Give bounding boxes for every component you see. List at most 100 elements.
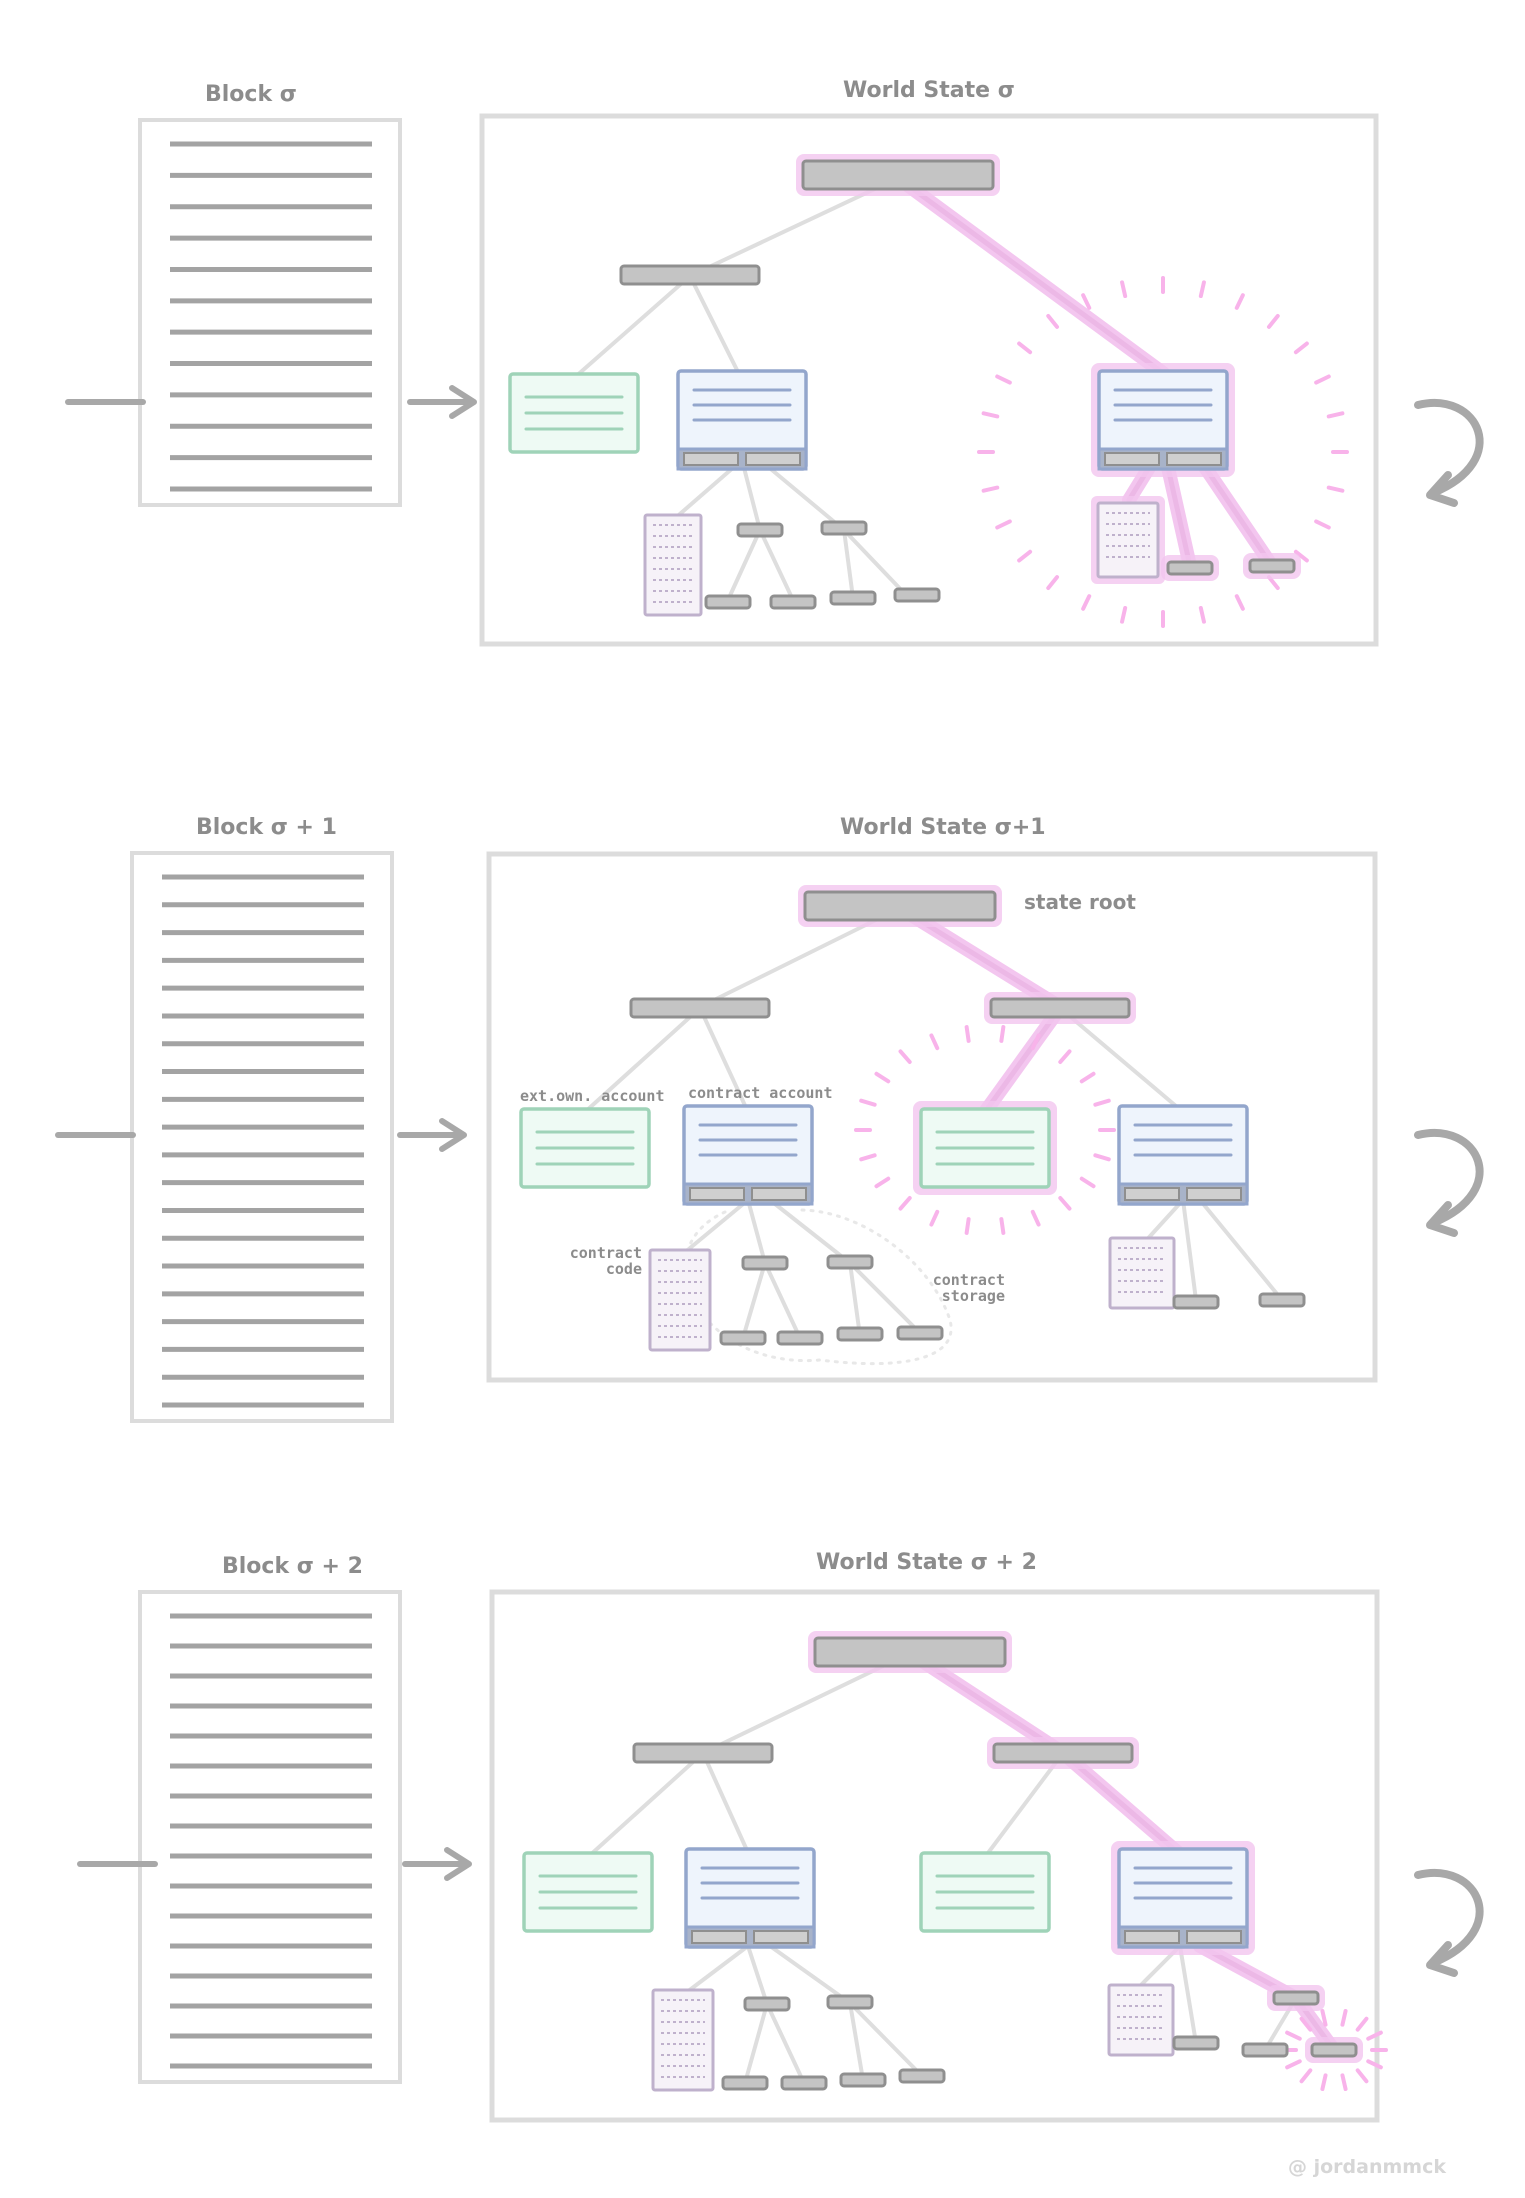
- trie-edge: [758, 528, 795, 602]
- sparkle-mark: [898, 1049, 912, 1064]
- sparkle-mark: [1234, 293, 1245, 310]
- sparkle-mark: [995, 374, 1012, 385]
- contract-storage-annotation: contract storage: [905, 1272, 1005, 1304]
- storage-node: [826, 1994, 874, 2010]
- storage-leaf: [1172, 1294, 1220, 1310]
- contract-code-annotation: contract code: [560, 1245, 642, 1277]
- world-state-label-1: World State σ: [843, 78, 1015, 103]
- storage-node: [1272, 1990, 1320, 2006]
- contract-code: [1107, 1983, 1175, 2057]
- sparkle-mark: [1366, 2059, 1383, 2070]
- sparkle-mark: [1299, 2016, 1313, 2032]
- sparkle-mark: [1079, 1176, 1096, 1189]
- sparkle-mark: [964, 1025, 971, 1043]
- sparkle-mark: [1326, 485, 1345, 493]
- storage-leaf-new: [1310, 2042, 1358, 2058]
- trie-edge: [572, 274, 692, 380]
- contract-code: [648, 1248, 712, 1352]
- storage-leaf: [1241, 2042, 1289, 2058]
- storage-node: [820, 520, 868, 536]
- storage-node: [743, 1996, 791, 2012]
- contract-account-code-hash: [689, 1187, 745, 1201]
- author-credit: @ jordanmmck: [1288, 2156, 1446, 2178]
- trie-edge: [1181, 1198, 1198, 1302]
- branch-node: [992, 1742, 1134, 1764]
- storage-leaf: [1166, 560, 1214, 576]
- block-document-2: [130, 851, 394, 1423]
- storage-leaf: [721, 2075, 769, 2091]
- trie-edge: [1198, 1198, 1284, 1302]
- contract-account-storage-root: [745, 452, 801, 466]
- sparkle-mark: [1285, 2059, 1302, 2070]
- sparkle-mark: [874, 1176, 891, 1189]
- contract-account-code-hash: [683, 452, 739, 466]
- sparkle-mark: [981, 411, 1000, 419]
- trie-edge: [1060, 1750, 1186, 1860]
- sparkle-mark: [1293, 549, 1309, 563]
- contract-storage-line-2: storage: [941, 1287, 1005, 1305]
- eoa-annotation: ext.own. account: [520, 1087, 665, 1105]
- contract-account-code-hash: [1124, 1187, 1180, 1201]
- trie-edge: [698, 1006, 750, 1114]
- right-arrow-icon-head: [439, 1118, 467, 1152]
- trie-edge: [746, 1198, 767, 1265]
- sparkle-mark: [1058, 1196, 1072, 1211]
- sparkle-mark: [1093, 1153, 1111, 1162]
- state-root-node: [803, 890, 997, 922]
- trie-edge: [983, 1751, 1065, 1859]
- sparkle-mark: [1081, 594, 1092, 611]
- trie-edge: [763, 1261, 802, 1340]
- storage-leaf: [1172, 2035, 1220, 2051]
- contract-code-line-1: contract: [569, 1244, 642, 1262]
- sparkle-mark: [1355, 2016, 1369, 2032]
- block-label-3: Block σ + 2: [222, 1554, 363, 1579]
- storage-leaf: [1248, 558, 1296, 574]
- storage-leaf: [704, 594, 752, 610]
- right-arrow-icon-head: [449, 385, 477, 419]
- trie-edge: [848, 2001, 865, 2082]
- sparkle-mark: [1355, 2068, 1369, 2084]
- trie-edge: [740, 458, 762, 532]
- sparkle-mark: [929, 1033, 940, 1051]
- trie-edge: [842, 528, 909, 598]
- sparkle-mark: [898, 1196, 912, 1211]
- contract-account-code-hash: [691, 1930, 747, 1944]
- sparkle-mark: [1293, 341, 1309, 355]
- trie-edge: [982, 1005, 1063, 1115]
- contract-code: [1108, 1236, 1176, 1310]
- sparkle-mark: [1046, 313, 1060, 329]
- trie-edge: [746, 1944, 769, 2006]
- trie-edge: [741, 1261, 767, 1340]
- sparkle-mark: [1120, 280, 1128, 299]
- branch-node: [629, 997, 771, 1019]
- curved-arrow-icon-head: [1426, 1941, 1458, 1977]
- contract-code: [643, 513, 703, 617]
- sparkle-mark: [995, 519, 1012, 530]
- storage-leaf: [829, 590, 877, 606]
- block-label-2: Block σ + 1: [196, 815, 337, 840]
- sparkle-mark: [874, 1071, 891, 1084]
- trie-edge: [726, 528, 762, 602]
- state-root-annotation: state root: [1024, 890, 1136, 914]
- sparkle-mark: [1046, 575, 1060, 591]
- sparkle-mark: [1326, 411, 1345, 419]
- trie-edge: [583, 1006, 702, 1114]
- sparkle-mark: [1017, 341, 1033, 355]
- trie-edge: [768, 1944, 852, 2005]
- trie-edge: [842, 528, 855, 600]
- trie-edge: [765, 2002, 806, 2085]
- sparkle-mark: [859, 1153, 877, 1162]
- sparkle-mark: [1285, 2030, 1302, 2041]
- right-arrow-icon-head: [444, 1847, 472, 1881]
- sparkle-mark: [1314, 374, 1331, 385]
- sparkle-mark: [929, 1209, 940, 1227]
- sparkle-mark: [859, 1098, 877, 1107]
- trie-edge: [586, 1751, 705, 1859]
- sparkle-mark: [1314, 519, 1331, 530]
- sparkle-mark: [1120, 605, 1128, 624]
- storage-leaf: [776, 1330, 824, 1346]
- sparkle-mark: [1058, 1049, 1072, 1064]
- branch-node: [619, 264, 761, 286]
- sparkle-mark: [1266, 313, 1280, 329]
